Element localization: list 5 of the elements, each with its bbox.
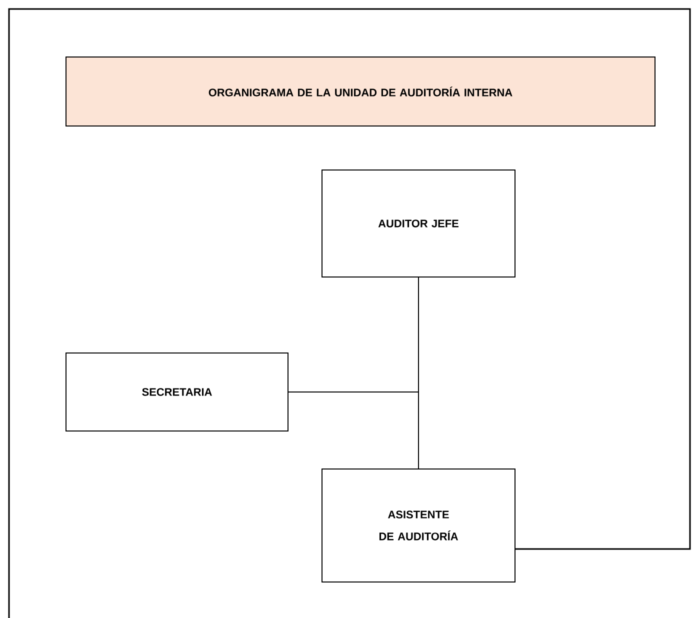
title-box: ORGANIGRAMA DE LA UNIDAD DE AUDITORÍA INTERNA — [66, 56, 656, 126]
connector-line — [288, 276, 419, 392]
org-box: ASISTENTE DE AUDITORÍA — [322, 468, 516, 582]
org-box: SECRETARIA — [66, 352, 288, 432]
org-box: AUDITOR JEFE — [322, 169, 516, 278]
